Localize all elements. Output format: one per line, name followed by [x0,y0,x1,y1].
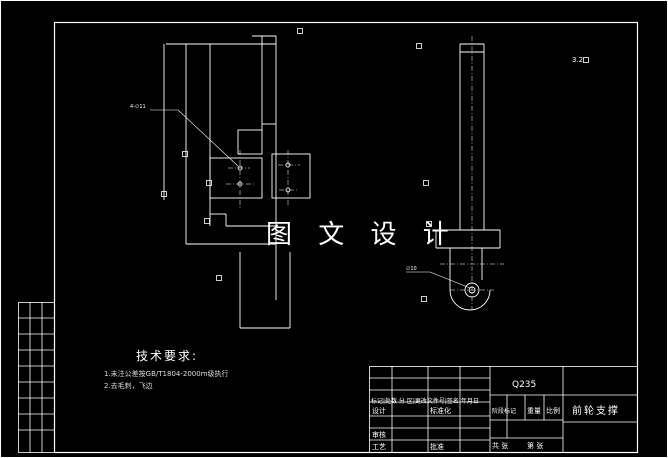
front-view [163,35,311,329]
revision-row: 标记|处数 分 区|更改文件号|签名|年月日 [371,398,479,405]
surface-roughness-label: 3.2 [572,56,584,64]
sheets-total-label: 共 张 [492,442,509,450]
scale-label: 比例 [546,407,560,415]
tech-requirement-item: 1.未注公差按GB/T1804-2000m级执行 [104,370,229,378]
title-block [369,366,638,453]
stage-mark-label: 阶段标记 [492,408,517,415]
tech-requirement-item: 2.去毛刺，飞边 [104,382,153,390]
side-view [435,43,501,311]
front-view-holes [237,162,291,193]
side-view-centerlines [440,36,504,310]
inner-border [53,21,639,454]
front-view-centerlines [226,150,300,210]
design-label: 设计 [372,407,386,415]
tech-requirements-title: 技术要求: [136,349,199,363]
standardize-label: 标准化 [430,407,451,415]
approve-label: 批准 [430,443,444,451]
surface-markers [161,28,589,302]
leader-line-right [406,271,471,289]
right-hole-callout: ∅10 [406,266,417,272]
leader-line-left [150,109,239,167]
binding-strip [18,302,55,453]
process-label: 工艺 [372,443,386,451]
review-label: 审核 [372,431,386,439]
weight-label: 重量 [527,407,541,415]
left-hole-callout: 4-∅11 [130,104,146,110]
sheet-number-label: 第 张 [527,442,544,450]
material-label: Q235 [512,380,537,390]
watermark-text: 图 文 设 计 [266,220,458,250]
part-name-label: 前轮支撑 [572,406,620,417]
